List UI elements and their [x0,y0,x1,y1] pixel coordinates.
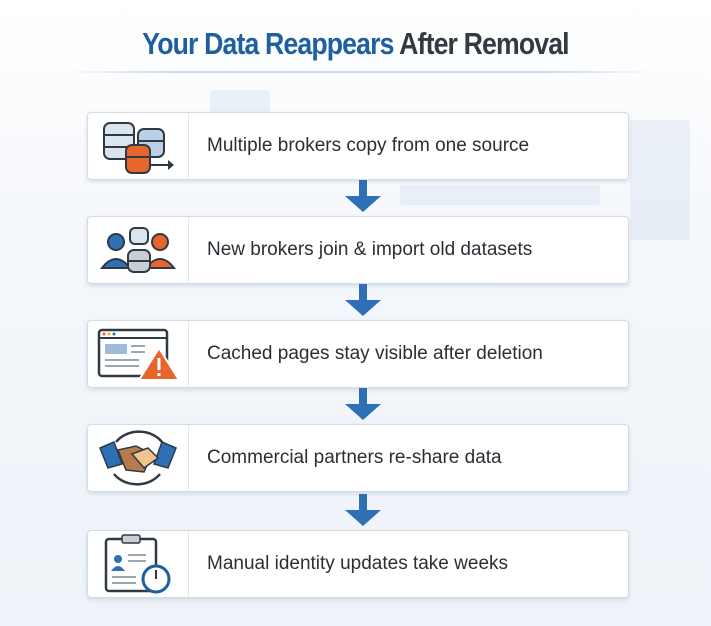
cached-page-warning-icon [88,321,189,387]
step-card-2: New brokers join & import old datasets [87,216,629,284]
arrow-down-icon [345,284,381,316]
step-card-4: Commercial partners re-share data [87,424,629,492]
page-title: Your Data Reappears After Removal [50,26,661,62]
arrow-down-icon [345,180,381,212]
step-card-3: Cached pages stay visible after deletion [87,320,629,388]
step-card-5: Manual identity updates take weeks [87,530,629,598]
step-label: Manual identity updates take weeks [207,553,509,574]
step-card-1: Multiple brokers copy from one source [87,112,629,180]
arrow-down-icon [345,388,381,420]
title-rest: After Removal [399,26,569,61]
arrow-down-icon [345,494,381,526]
step-label: Commercial partners re-share data [207,447,502,468]
title-divider [60,71,660,73]
handshake-cycle-icon [88,425,189,491]
title-highlight: Your Data Reappears [142,26,394,61]
databases-copy-icon [88,113,189,179]
step-label: Multiple brokers copy from one source [207,135,530,156]
background-decoration [630,120,690,240]
step-label: New brokers join & import old datasets [207,239,533,260]
clipboard-clock-icon [88,531,189,597]
step-label: Cached pages stay visible after deletion [207,343,543,364]
people-datasets-icon [88,217,189,283]
background-decoration [400,185,600,205]
